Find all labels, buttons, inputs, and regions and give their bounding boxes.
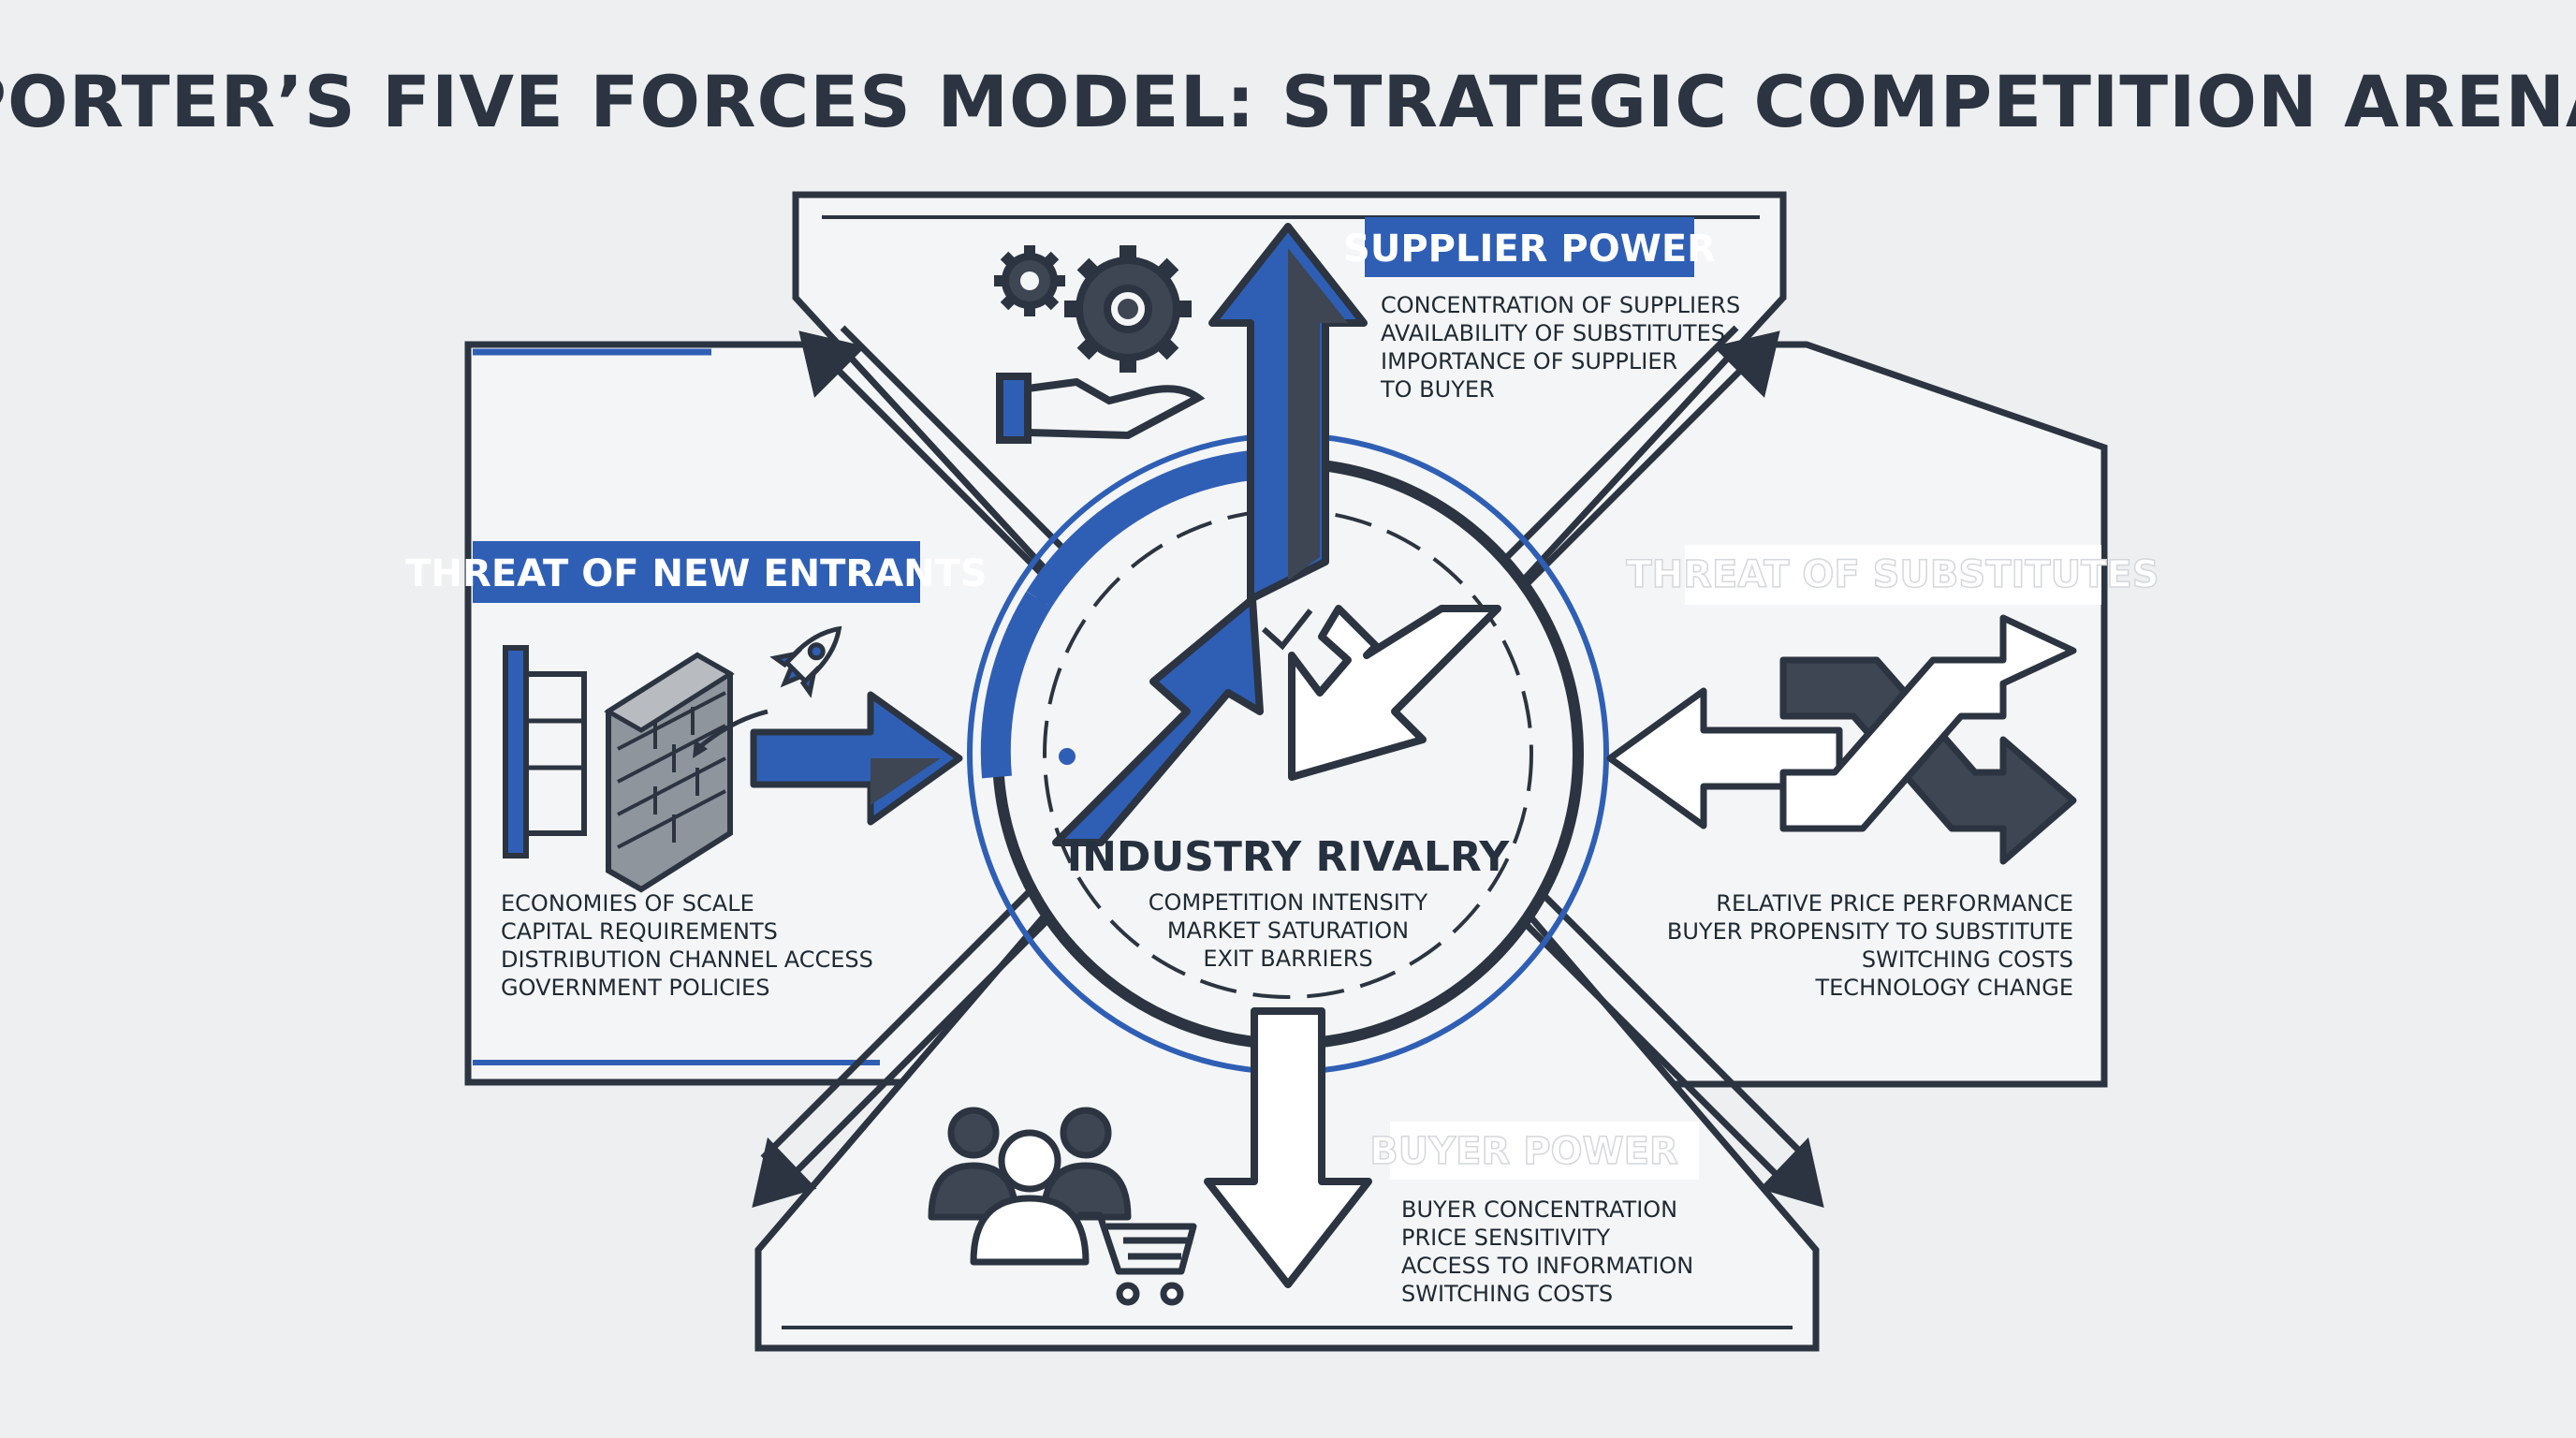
buyer-factor: SWITCHING COSTS (1401, 1281, 1613, 1307)
supplier-factor: IMPORTANCE OF SUPPLIER (1381, 348, 1677, 374)
rivalry-factor: MARKET SATURATION (1167, 917, 1409, 944)
people-cart-icon (928, 1107, 1197, 1306)
rocket-brick-wall-icon (503, 625, 842, 893)
substitutes-factor: TECHNOLOGY CHANGE (1814, 975, 2073, 1001)
rivalry-factor: COMPETITION INTENSITY (1149, 889, 1428, 916)
new-entrants-factor: DISTRIBUTION CHANNEL ACCESS (501, 946, 873, 973)
rivalry-factor: EXIT BARRIERS (1203, 946, 1372, 972)
diagonal-connector-top-right (1462, 325, 1780, 625)
rivalry-down-arrow-icon (1288, 605, 1501, 781)
new-entrants-arrow-icon (750, 691, 963, 826)
new-entrants-factor: CAPITAL REQUIREMENTS (501, 918, 778, 945)
check-mark-icon (1261, 609, 1313, 651)
svg-text:SUPPLIER POWER: SUPPLIER POWER (1343, 227, 1716, 271)
supplier-factor: TO BUYER (1380, 376, 1495, 403)
buyer-factor: BUYER CONCENTRATION (1401, 1196, 1677, 1223)
new-entrants-factor: ECONOMIES OF SCALE (501, 890, 754, 917)
supplier-factor: AVAILABILITY OF SUBSTITUTES (1381, 320, 1725, 346)
supplier-arrow-icon (1208, 223, 1368, 603)
page-title: PORTER’S FIVE FORCES MODEL: STRATEGIC CO… (0, 60, 2576, 143)
buyer-power-label: BUYER POWER (1368, 1122, 1699, 1180)
gears-hand-icon (994, 245, 1206, 444)
svg-text:THREAT OF NEW ENTRANTS: THREAT OF NEW ENTRANTS (405, 552, 987, 595)
rivalry-up-arrow-icon (1052, 595, 1264, 846)
new-entrants-label: THREAT OF NEW ENTRANTS (405, 541, 988, 603)
diagonal-connector-bottom-right (1500, 874, 1824, 1209)
substitutes-factor: SWITCHING COSTS (1862, 946, 2073, 973)
shuffle-arrows-icon (1779, 614, 2077, 865)
supplier-power-label: SUPPLIER POWER (1343, 217, 1716, 277)
diagonal-connector-bottom-left (752, 874, 1070, 1209)
substitutes-factor: BUYER PROPENSITY TO SUBSTITUTE (1667, 918, 2073, 945)
svg-text:BUYER POWER: BUYER POWER (1369, 1130, 1678, 1173)
buyer-factor: PRICE SENSITIVITY (1401, 1225, 1610, 1251)
substitutes-factor: RELATIVE PRICE PERFORMANCE (1716, 890, 2073, 917)
buyer-factor: ACCESS TO INFORMATION (1401, 1253, 1693, 1279)
industry-rivalry-hub: INDUSTRY RIVALRY COMPETITION INTENSITY M… (967, 433, 1609, 1075)
new-entrants-factor: GOVERNMENT POLICIES (501, 975, 769, 1001)
rivalry-title: INDUSTRY RIVALRY (1067, 833, 1511, 881)
buyer-arrow-icon (1204, 1007, 1372, 1288)
substitutes-label: THREAT OF SUBSTITUTES (1626, 545, 2159, 605)
supplier-factor: CONCENTRATION OF SUPPLIERS (1381, 292, 1740, 318)
svg-text:THREAT OF SUBSTITUTES: THREAT OF SUBSTITUTES (1626, 553, 2159, 596)
